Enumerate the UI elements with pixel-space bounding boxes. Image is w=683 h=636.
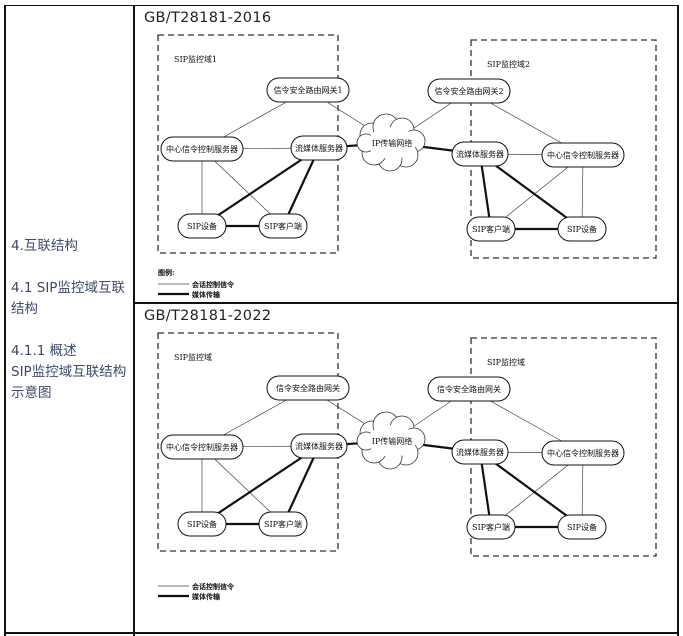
legend-signal-label: 会话控制信令 bbox=[192, 582, 235, 591]
node-label: 中心信令控制服务器 bbox=[166, 442, 238, 452]
node-label: 流媒体服务器 bbox=[456, 447, 504, 457]
table-border-left bbox=[4, 5, 6, 636]
node-dev1 bbox=[177, 511, 227, 537]
caption: SIP监控域互联结构示意图 bbox=[11, 364, 127, 401]
node-dev1 bbox=[177, 213, 227, 239]
domain-box-left bbox=[157, 332, 339, 552]
node-gw1 bbox=[266, 375, 350, 401]
table-column-divider bbox=[133, 5, 135, 636]
comparison-table bbox=[4, 5, 678, 633]
media-link bbox=[282, 147, 320, 227]
node-label: 中心信令控制服务器 bbox=[166, 144, 238, 154]
domain-box-left bbox=[157, 34, 339, 254]
table-border-right bbox=[677, 5, 679, 636]
standard-title: GB/T28181-2016 bbox=[144, 10, 272, 26]
domain-label-left: SIP监控域1 bbox=[174, 54, 217, 64]
node-label: 信令安全路由网关1 bbox=[273, 85, 342, 95]
node-label: SIP设备 bbox=[567, 224, 597, 234]
node-label: 流媒体服务器 bbox=[295, 441, 343, 451]
node-gw1 bbox=[266, 77, 350, 103]
diagram-cell-2022: GB/T28181-2022 SIP监控域 SIP监控域信令安全路由网关中心信令控… bbox=[134, 303, 678, 632]
node-client2 bbox=[466, 514, 516, 540]
node-stream2 bbox=[451, 141, 509, 167]
node-dev2 bbox=[557, 216, 607, 242]
node-stream2 bbox=[451, 439, 509, 465]
ip-network-cloud: IP传输网络 bbox=[356, 411, 426, 470]
node-center2 bbox=[541, 142, 625, 168]
node-label: SIP客户端 bbox=[264, 519, 302, 529]
signal-link bbox=[201, 148, 284, 227]
media-link bbox=[282, 445, 320, 525]
node-label: 流媒体服务器 bbox=[456, 149, 504, 159]
node-label: 流媒体服务器 bbox=[295, 143, 343, 153]
node-stream1 bbox=[290, 433, 348, 459]
node-label: 信令安全路由网关 bbox=[276, 383, 340, 393]
row-divider bbox=[133, 302, 678, 304]
node-gw2 bbox=[427, 376, 511, 402]
node-label: 中心信令控制服务器 bbox=[547, 150, 619, 160]
media-link bbox=[201, 147, 320, 227]
sip-interconnect-diagram: SIP监控域SIP监控域信令安全路由网关中心信令控制服务器流媒体服务器SIP设备… bbox=[157, 332, 657, 601]
legend-media-label: 媒体传输 bbox=[191, 290, 221, 299]
node-label: SIP客户端 bbox=[472, 224, 510, 234]
node-label: 中心信令控制服务器 bbox=[547, 448, 619, 458]
heading: 4.互联结构 bbox=[11, 238, 78, 254]
media-link bbox=[479, 451, 583, 528]
node-client1 bbox=[258, 213, 308, 239]
subheading: 4.1 SIP监控域互联结构 bbox=[11, 280, 125, 317]
node-label: 信令安全路由网关2 bbox=[434, 86, 503, 96]
domain-label-right: SIP监控域 bbox=[487, 357, 525, 367]
legend-title: 图例: bbox=[158, 268, 175, 277]
node-label: 信令安全路由网关 bbox=[437, 384, 501, 394]
node-center1 bbox=[160, 136, 244, 162]
node-label: SIP客户端 bbox=[472, 522, 510, 532]
standard-title: GB/T28181-2022 bbox=[144, 308, 272, 324]
section: 4.1.1 概述 bbox=[11, 343, 77, 359]
node-stream1 bbox=[290, 135, 348, 161]
domain-box-right bbox=[470, 337, 657, 557]
node-label: IP传输网络 bbox=[372, 138, 413, 148]
media-link bbox=[479, 153, 583, 230]
node-label: SIP设备 bbox=[187, 221, 217, 231]
legend-signal-label: 会话控制信令 bbox=[192, 280, 235, 289]
node-label: SIP设备 bbox=[567, 522, 597, 532]
node-dev2 bbox=[557, 514, 607, 540]
domain-label-left: SIP监控域 bbox=[174, 352, 212, 362]
media-link bbox=[201, 445, 320, 525]
node-label: IP传输网络 bbox=[372, 436, 413, 446]
node-center1 bbox=[160, 434, 244, 460]
node-client1 bbox=[258, 511, 308, 537]
domain-box-right bbox=[470, 39, 657, 259]
node-label: SIP客户端 bbox=[264, 221, 302, 231]
cloud-fill bbox=[368, 127, 416, 159]
section-outline: 4.互联结构 4.1 SIP监控域互联结构 4.1.1 概述 SIP监控域互联结… bbox=[11, 236, 129, 404]
node-client2 bbox=[466, 216, 516, 242]
ip-network-cloud: IP传输网络 bbox=[356, 113, 426, 172]
legend-media-label: 媒体传输 bbox=[191, 592, 221, 601]
node-gw2 bbox=[427, 78, 511, 104]
cloud-fill bbox=[368, 425, 416, 457]
node-label: SIP设备 bbox=[187, 519, 217, 529]
signal-link bbox=[201, 446, 284, 525]
sip-interconnect-diagram: SIP监控域1SIP监控域2信令安全路由网关1中心信令控制服务器流媒体服务器SI… bbox=[157, 34, 657, 299]
domain-label-right: SIP监控域2 bbox=[487, 59, 530, 69]
table-bottom bbox=[4, 632, 678, 634]
node-center2 bbox=[541, 440, 625, 466]
